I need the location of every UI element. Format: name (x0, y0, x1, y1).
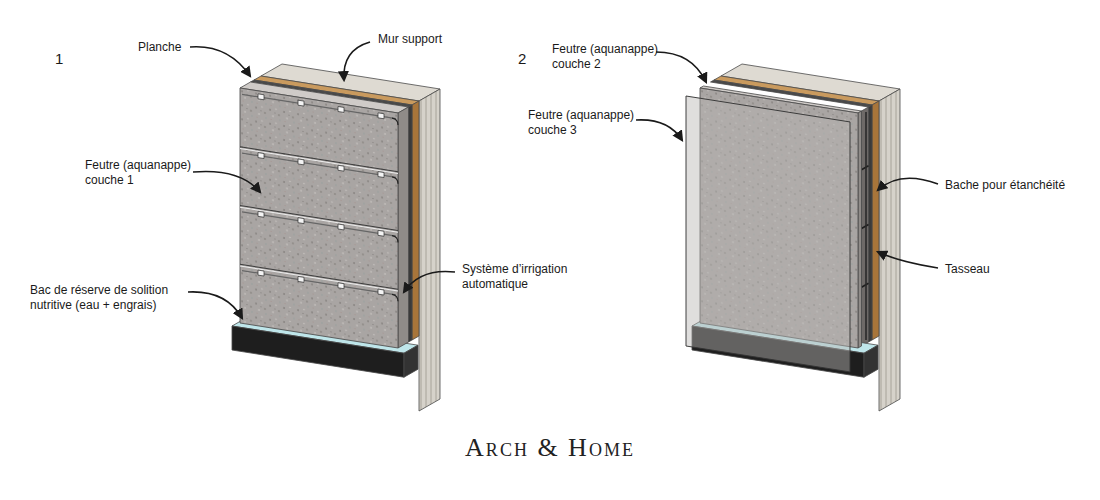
leader-arrow (636, 120, 682, 140)
felt-side (398, 107, 409, 348)
pipe-hooks (392, 118, 398, 301)
felt-pockets (240, 147, 398, 289)
tarp-side (409, 105, 413, 342)
part-label: Planche (138, 40, 181, 55)
leader-arrow (344, 42, 370, 80)
board-side (412, 101, 419, 340)
irrigation-pipes (242, 94, 396, 295)
support-wall-side (879, 89, 900, 411)
tank-front (232, 326, 404, 377)
leader-arrow (190, 47, 250, 76)
tank-end (864, 345, 878, 377)
leader-arrow (656, 52, 706, 82)
felt-sheet (686, 96, 850, 372)
part-label: Feutre (aquanappe) couche 2 (552, 42, 664, 72)
leader-arrows (188, 42, 938, 318)
leader-arrow (404, 271, 455, 292)
tank-end (404, 345, 418, 377)
figure-two (686, 64, 900, 411)
part-label: Système d’irrigation automatique (462, 262, 580, 292)
callout-number: 1 (55, 50, 63, 69)
drippers (258, 94, 384, 295)
felt-front (240, 88, 398, 348)
part-label: Mur support (378, 32, 442, 47)
batten-lines (862, 166, 869, 288)
support-wall-side (419, 89, 440, 411)
leader-arrow (878, 252, 938, 268)
felt-side (858, 111, 862, 348)
watermark: Arch & Home (400, 432, 700, 465)
felt-pocket-highlights (240, 149, 398, 291)
part-label: Bac de réserve de solition nutritive (ea… (30, 283, 186, 313)
figure-one (232, 64, 440, 411)
felt-layer-side (862, 107, 869, 346)
leader-arrow (193, 171, 260, 192)
board-side (872, 101, 879, 340)
callout-number: 2 (518, 50, 526, 69)
tarp-side (869, 105, 873, 342)
leader-arrow (878, 178, 938, 190)
part-label: Feutre (aquanappe) couche 1 (85, 158, 197, 188)
part-label: Feutre (aquanappe) couche 3 (528, 108, 640, 138)
leader-arrow (188, 292, 242, 318)
part-label: Bache pour étanchéité (945, 178, 1065, 193)
part-label: Tasseau (945, 262, 990, 277)
batten (865, 112, 867, 340)
